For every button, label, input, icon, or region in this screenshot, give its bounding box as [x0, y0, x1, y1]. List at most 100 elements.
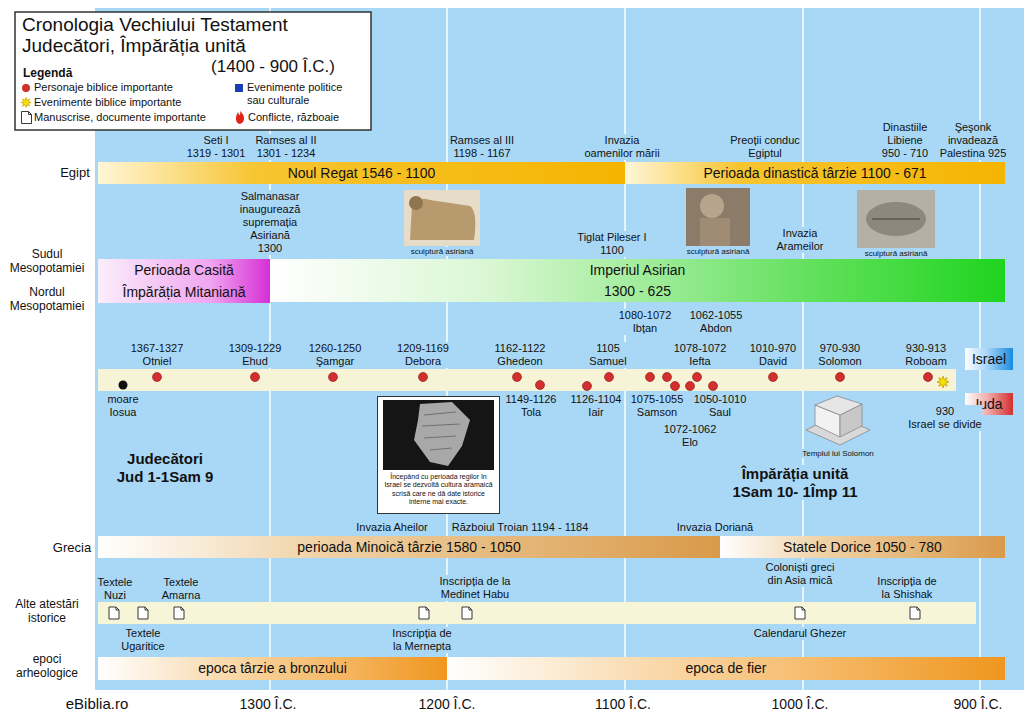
sculpture-picture — [700, 194, 724, 218]
legend-square — [235, 84, 243, 92]
inscription-note: Începând cu perioada regilor în Israel s… — [378, 473, 499, 507]
person-dot — [769, 373, 778, 382]
person-dot — [686, 382, 695, 391]
sculpture-picture — [409, 196, 423, 210]
mesopotamia-event: Salmanasar inaugurează supremația Asiria… — [239, 190, 302, 255]
document-icon — [116, 607, 119, 610]
legend-icon — [29, 112, 32, 115]
title-box — [15, 12, 371, 130]
egypt-event: Ramses al III 1198 - 1167 — [449, 134, 515, 160]
source-credit: eBiblia.ro — [65, 695, 130, 713]
greece-event: Războiul Troian 1194 - 1184 — [451, 521, 590, 534]
egypt-event: Dinastiile Libiene 950 - 710 — [881, 121, 929, 160]
era-band: Noul Regat 1546 - 1100 — [98, 162, 625, 184]
period-heading: Împărăția unită 1Sam 10- 1Împ 11 — [731, 465, 858, 500]
era-band: Perioada dinastică târzie 1100 - 671 — [625, 162, 1005, 184]
band-label: epoca de fier — [684, 660, 769, 676]
person-dot — [251, 373, 260, 382]
inscription-picture — [422, 412, 460, 450]
egypt-event: Invazia oamenilor mării — [583, 134, 660, 160]
legend-entry: Manuscrise, documente importante — [34, 111, 206, 124]
band-label: Perioada dinastică târzie 1100 - 671 — [701, 165, 928, 181]
person-label: 930-913 Roboam — [904, 342, 948, 368]
century-gridline — [270, 8, 980, 690]
era-band: perioada Minoică târzie 1580 - 1050 — [98, 536, 720, 558]
person-label: 1126-1104 Iair — [570, 393, 623, 419]
israel-timeline-bar — [98, 369, 956, 391]
axis-tick-label: 1200 Î.C. — [418, 696, 477, 713]
image-caption: sculptură asiriană — [864, 249, 929, 258]
image-caption: Templul lui Solomon — [801, 449, 875, 458]
sculpture-picture — [866, 202, 926, 236]
inscription-picture — [377, 396, 500, 514]
person-dot — [709, 382, 718, 391]
legend-icon — [236, 111, 244, 124]
legend-icon — [22, 112, 32, 124]
document-label: Inscripția de la Medinet Habu — [439, 575, 512, 601]
person-dot — [836, 373, 845, 382]
person-label: 1078-1072 Iefta — [673, 342, 728, 368]
person-dot — [693, 373, 702, 382]
person-label: 970-930 Solomon — [817, 342, 862, 368]
greece-event: Invazia Aheilor — [355, 521, 429, 534]
band-label: perioada Minoică târzie 1580 - 1050 — [295, 539, 522, 555]
sculpture-picture — [857, 190, 935, 248]
legend-dot — [22, 84, 30, 92]
egypt-event: Seti I 1319 - 1301 — [186, 134, 247, 160]
person-label: 1050-1010 Saul — [693, 393, 748, 419]
inscription-picture — [414, 402, 470, 466]
legend-icon — [22, 112, 32, 124]
empire-band: Imperiul Asirian1300 - 625 — [270, 259, 1005, 302]
person-dot — [583, 382, 592, 391]
document-icon — [462, 607, 472, 619]
person-label: 1162-1122 Ghedeon — [494, 342, 547, 368]
band-label: 1300 - 625 — [602, 283, 673, 299]
person-dot — [671, 382, 680, 391]
diagram-title: Cronologia Vechiului Testament Judecător… — [22, 14, 288, 56]
event-star — [937, 376, 949, 388]
person-label: 1010-970 David — [749, 342, 798, 368]
row-label: Sudul Mesopotamiei — [9, 247, 86, 275]
person-dot — [153, 373, 162, 382]
person-label: 1309-1229 Ehud — [228, 342, 283, 368]
band-label: Împărăția Mitaniană — [121, 284, 248, 300]
axis-tick-label: 1300 Î.C. — [239, 696, 298, 713]
document-icon — [802, 607, 805, 610]
document-icon — [910, 607, 920, 619]
documents-bar — [98, 602, 976, 624]
sculpture-picture — [686, 188, 750, 246]
row-label: Alte atestări istorice — [14, 597, 79, 625]
document-icon — [795, 607, 805, 619]
person-label: 1367-1327 Otniel — [130, 342, 185, 368]
egypt-event: Şeşonk invadează Palestina 925 — [939, 121, 1008, 160]
legend-entry: Evenimente politice sau culturale — [247, 81, 342, 107]
person-label: 1105 Samuel — [588, 342, 627, 368]
era-band: epoca târzie a bronzului — [98, 657, 447, 680]
israel-timeline-bar — [98, 369, 956, 391]
person-dot — [153, 373, 933, 391]
legend-entry: Conflicte, războaie — [248, 111, 339, 124]
legend-entry: Personaje biblice importante — [34, 81, 173, 94]
era-band: Perioada Casită — [98, 259, 270, 281]
document-icon — [419, 607, 429, 619]
temple-picture — [815, 396, 862, 415]
row-label: Grecia — [52, 540, 92, 555]
document-icon — [109, 607, 920, 619]
greece-event: Coloniști greci din Asia mică — [764, 561, 835, 587]
band-label: Perioada Casită — [132, 262, 236, 278]
document-icon — [426, 607, 429, 610]
document-icon — [109, 607, 119, 619]
person-label: 1080-1072 Ibțan — [618, 309, 673, 335]
greece-event: Invazia Doriană — [676, 521, 754, 534]
band-label: Statele Dorice 1050 - 780 — [781, 539, 944, 555]
row-label: Egipt — [59, 165, 91, 180]
document-icon — [181, 607, 184, 610]
axis-tick-label: 1000 Î.C. — [771, 696, 830, 713]
era-band: Împărăția Mitaniană — [98, 281, 270, 303]
legend-heading: Legendă — [22, 66, 73, 80]
person-dot — [536, 381, 545, 390]
century-gridline — [802, 8, 804, 690]
person-dot — [119, 373, 933, 391]
person-dot — [119, 381, 128, 390]
